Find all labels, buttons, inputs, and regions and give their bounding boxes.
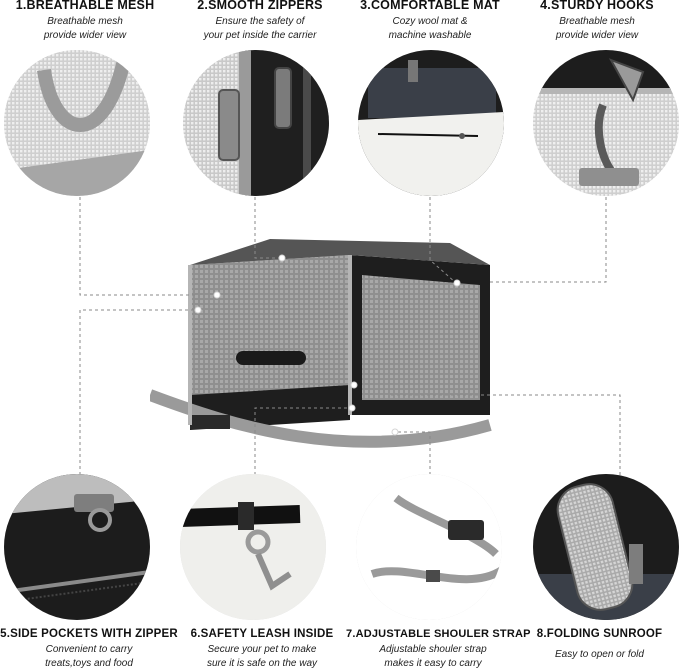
feature-title-folding-sunroof: 8.FOLDING SUNROOF <box>536 628 663 640</box>
desc-line: sure it is safe on the way <box>206 658 318 669</box>
feature-title-adjustable-strap: 7.ADJUSTABLE SHOULER STRAP <box>346 628 531 640</box>
feature-title-safety-leash: 6.SAFETY LEASH INSIDE <box>190 628 334 640</box>
feature-title-side-pockets: 5.SIDE POCKETS WITH ZIPPER <box>0 628 178 640</box>
desc-line: Breathable mesh <box>47 16 123 27</box>
mat-closeup-image <box>358 50 504 196</box>
desc-line: provide wider view <box>555 30 639 41</box>
zipper-closeup-image <box>183 50 329 196</box>
mesh-closeup-image <box>4 50 150 196</box>
desc-line: Convenient to carry <box>45 644 133 655</box>
hook-closeup-image <box>533 50 679 196</box>
shoulder-strap-closeup-image <box>356 474 502 620</box>
desc-line: provide wider view <box>43 30 127 41</box>
desc-line: your pet inside the carrier <box>203 30 317 41</box>
desc-line: treats,toys and food <box>45 658 133 669</box>
desc-line: Cozy wool mat & <box>392 16 468 27</box>
feature-desc-safety-leash: Secure your pet to make sure it is safe … <box>178 643 346 671</box>
feature-title-sturdy-hooks: 4.STURDY HOOKS <box>540 0 654 12</box>
feature-desc-side-pockets: Convenient to carry treats,toys and food <box>0 643 178 671</box>
folding-sunroof-closeup-image <box>533 474 679 620</box>
desc-line: machine washable <box>388 30 472 41</box>
desc-line: makes it easy to carry <box>384 658 482 669</box>
safety-leash-closeup-image <box>180 474 326 620</box>
desc-line: Easy to open or fold <box>555 649 644 660</box>
feature-desc-breathable-mesh: Breathable mesh provide wider view <box>0 15 170 43</box>
desc-line: Ensure the safety of <box>215 16 305 27</box>
desc-line: Breathable mesh <box>559 16 635 27</box>
feature-title-comfortable-mat: 3.COMFORTABLE MAT <box>360 0 500 12</box>
feature-title-smooth-zippers: 2.SMOOTH ZIPPERS <box>197 0 323 12</box>
feature-title-breathable-mesh: 1.BREATHABLE MESH <box>15 0 155 12</box>
desc-line: Adjustable shouler strap <box>379 644 487 655</box>
feature-desc-adjustable-strap: Adjustable shouler strap makes it easy t… <box>346 643 520 671</box>
pet-carrier-product-image <box>150 225 530 475</box>
desc-line: Secure your pet to make <box>207 644 317 655</box>
feature-desc-folding-sunroof: Easy to open or fold <box>520 648 679 662</box>
side-pocket-closeup-image <box>4 474 150 620</box>
feature-desc-smooth-zippers: Ensure the safety of your pet inside the… <box>175 15 345 43</box>
feature-desc-sturdy-hooks: Breathable mesh provide wider view <box>515 15 679 43</box>
feature-desc-comfortable-mat: Cozy wool mat & machine washable <box>345 15 515 43</box>
